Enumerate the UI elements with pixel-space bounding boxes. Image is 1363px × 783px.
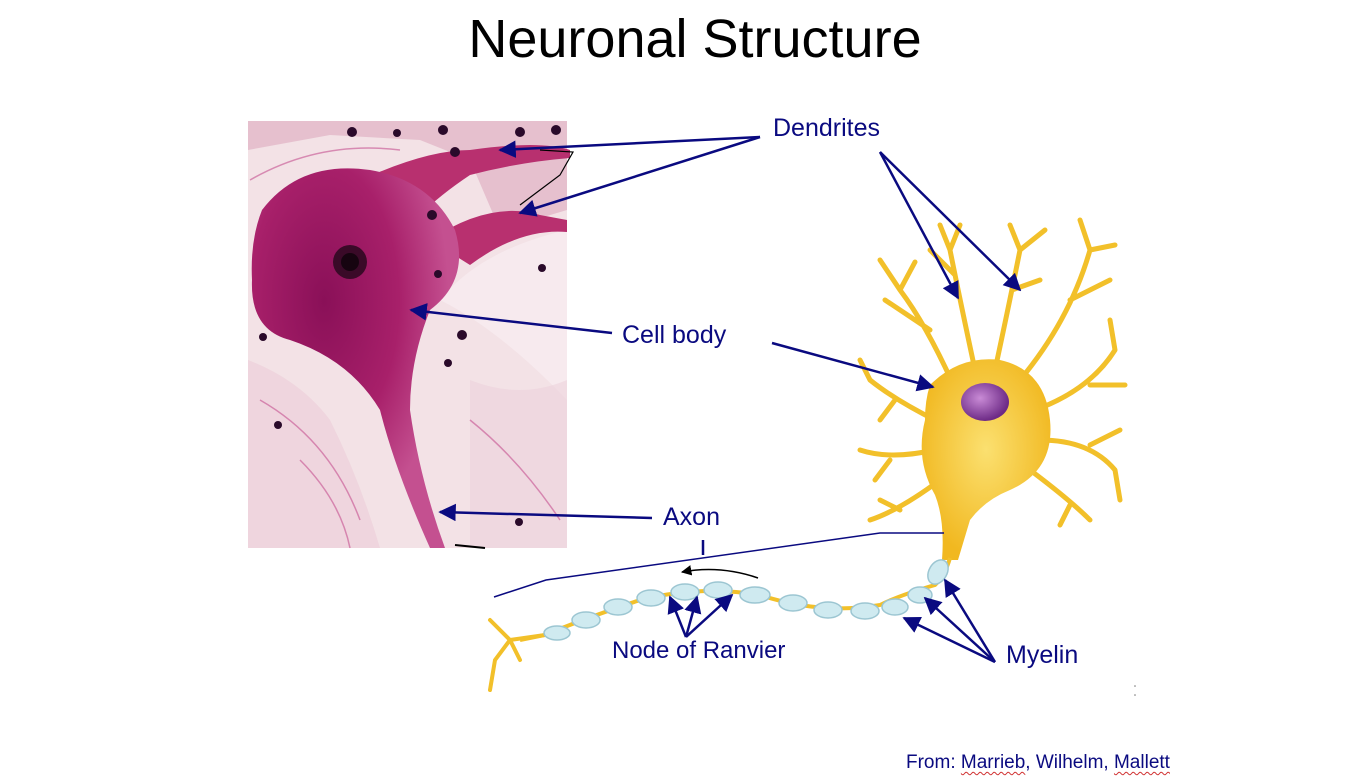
credit-separator: , Wilhelm, xyxy=(1025,752,1114,773)
node-arrow-2 xyxy=(684,595,702,638)
credit-prefix: From: xyxy=(906,752,961,773)
cell-body-arrow-micro xyxy=(409,303,613,335)
nucleus xyxy=(961,383,1009,421)
axon-label: Axon xyxy=(663,503,720,531)
myelin-arrow-3 xyxy=(902,616,996,664)
dendrite-branches xyxy=(857,217,1128,528)
slide-title: Neuronal Structure xyxy=(468,9,922,69)
node-of-ranvier-label: Node of Ranvier xyxy=(612,637,786,664)
cell-body-label: Cell body xyxy=(622,321,727,349)
credit-author-3: Mallett xyxy=(1113,752,1170,773)
myelin-sheath xyxy=(543,559,949,641)
annotation-arrows xyxy=(409,135,1022,664)
node-arrow-1 xyxy=(667,595,688,638)
node-arrow-3 xyxy=(685,593,734,638)
source-credit: From: Marrieb, Wilhelm, Mallett xyxy=(906,752,1170,774)
neuron-illustration xyxy=(488,217,1128,692)
myelin-arrow-2 xyxy=(923,596,996,663)
dendrites-arrow-micro-1 xyxy=(498,135,761,158)
myelin-label: Myelin xyxy=(1006,641,1079,669)
dendrites-label: Dendrites xyxy=(773,114,880,142)
micrograph-image xyxy=(248,121,574,549)
dendrites-arrow-drawn-1 xyxy=(878,151,960,300)
dendrites-arrow-micro-2 xyxy=(518,135,761,217)
credit-author-1: Marrieb xyxy=(960,752,1026,773)
myelin-arrow-1 xyxy=(943,578,997,663)
axon-terminal xyxy=(488,618,547,692)
dendrites-arrow-drawn-2 xyxy=(879,151,1022,292)
cell-body-arrow-drawn xyxy=(771,341,935,392)
axon-arrow xyxy=(438,503,653,522)
